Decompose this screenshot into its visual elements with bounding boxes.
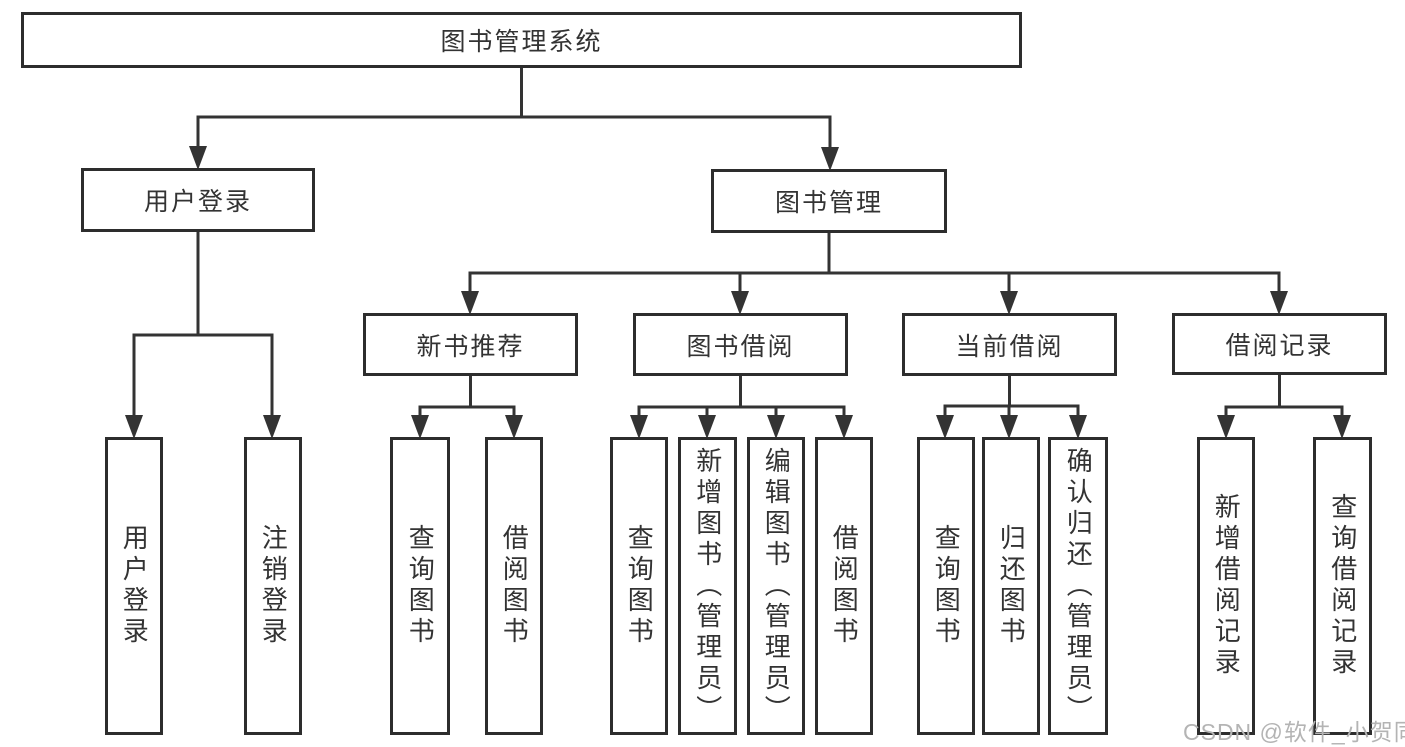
leaf-user-login: 用户登录 (105, 437, 163, 735)
leaf-return-books: 归还图书 (982, 437, 1040, 735)
node-new-book-recommend: 新书推荐 (363, 313, 578, 376)
node-borrowing-records: 借阅记录 (1172, 313, 1387, 375)
node-label: 用户登录 (143, 188, 252, 216)
node-label: 归还图书 (996, 524, 1027, 648)
node-label: 查询图书 (931, 524, 962, 648)
leaf-add-borrow-record: 新增借阅记录 (1197, 437, 1255, 735)
node-label: 编辑图书（管理员） (761, 446, 792, 726)
node-label: 查询图书 (624, 524, 655, 648)
node-book-borrowing: 图书借阅 (633, 313, 848, 376)
leaf-borrow-books: 借阅图书 (815, 437, 873, 735)
leaf-logout: 注销登录 (244, 437, 302, 735)
node-label: 新书推荐 (416, 332, 525, 361)
node-label: 借阅记录 (1225, 332, 1334, 360)
leaf-add-books-admin: 新增图书（管理员） (678, 437, 737, 735)
node-label: 新增借阅记录 (1211, 493, 1242, 679)
node-label: 注销登录 (258, 524, 289, 648)
csdn-watermark: CSDN @软件_小贺同学 (1183, 719, 1405, 745)
node-user-login: 用户登录 (81, 168, 315, 232)
node-label: 确认归还（管理员） (1063, 446, 1094, 726)
node-label: 查询图书 (405, 524, 436, 648)
node-label: 查询借阅记录 (1327, 493, 1358, 679)
node-label: 新增图书（管理员） (692, 446, 723, 726)
leaf-confirm-return-admin: 确认归还（管理员） (1048, 437, 1108, 735)
node-label: 借阅图书 (499, 524, 530, 648)
node-label: 借阅图书 (829, 524, 860, 648)
leaf-query-books-borrowing: 查询图书 (610, 437, 668, 735)
node-book-management: 图书管理 (711, 169, 947, 233)
leaf-query-books-current: 查询图书 (917, 437, 975, 735)
node-label: 图书管理 (774, 189, 883, 217)
leaf-edit-books-admin: 编辑图书（管理员） (747, 437, 805, 735)
leaf-query-books-recommend: 查询图书 (390, 437, 450, 735)
node-label: 图书借阅 (686, 332, 795, 361)
node-label: 图书管理系统 (440, 28, 603, 56)
node-label: 当前借阅 (955, 332, 1064, 361)
leaf-borrow-books-recommend: 借阅图书 (485, 437, 543, 735)
leaf-query-borrow-record: 查询借阅记录 (1313, 437, 1372, 735)
node-label: 用户登录 (119, 524, 150, 648)
node-current-borrowing: 当前借阅 (902, 313, 1117, 376)
node-library-management-system: 图书管理系统 (21, 12, 1022, 68)
